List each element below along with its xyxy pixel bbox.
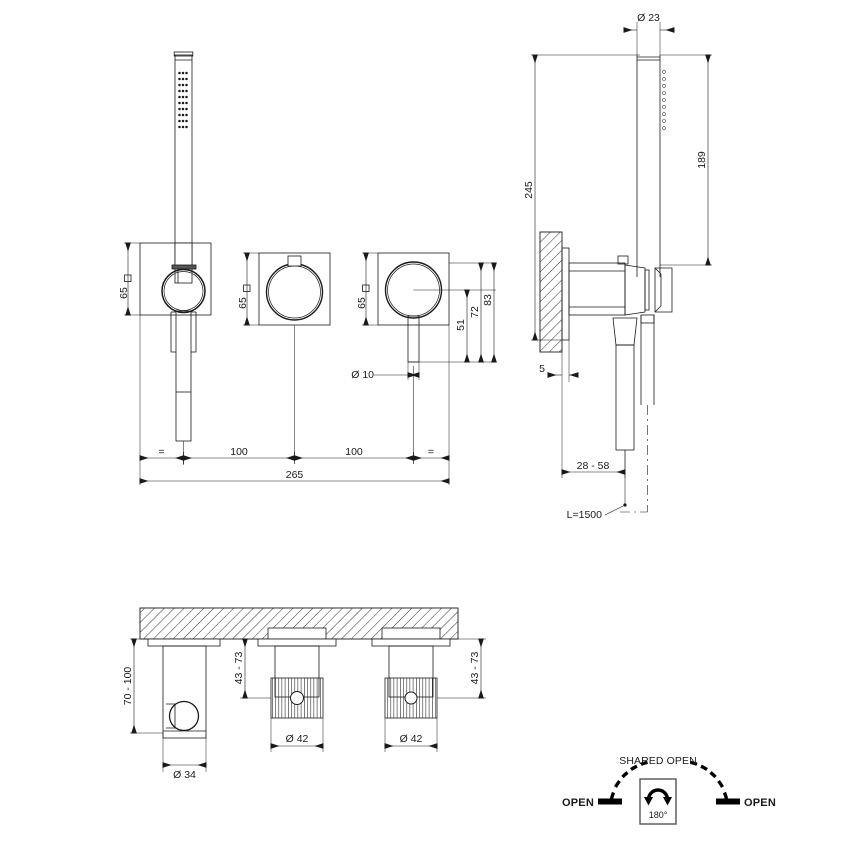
hose-dash-path bbox=[604, 405, 648, 516]
label-265: 265 bbox=[286, 469, 304, 481]
label-245: 245 bbox=[523, 181, 535, 199]
rough-in-valve-2 bbox=[371, 627, 451, 719]
handshower-wand bbox=[173, 51, 194, 284]
label-open-right: OPEN bbox=[744, 797, 776, 809]
label-hose-length: L=1500 bbox=[567, 509, 602, 521]
plate-3-mixer bbox=[377, 252, 462, 455]
label-plate2-65: 65 bbox=[237, 297, 249, 309]
rotation-arrow bbox=[646, 788, 670, 800]
label-43-73-left: 43 - 73 bbox=[233, 652, 245, 685]
label-100-b: 100 bbox=[345, 446, 363, 458]
dim-plate3-65 bbox=[362, 252, 378, 326]
dim-dia42-right bbox=[384, 718, 438, 752]
open-bar-right bbox=[716, 798, 740, 805]
label-72: 72 bbox=[469, 306, 481, 318]
handset-tube-side bbox=[636, 55, 666, 405]
valve-body-side bbox=[568, 255, 673, 316]
label-plate1-65: 65 bbox=[118, 287, 130, 299]
label-dia42-left: Ø 42 bbox=[286, 733, 309, 745]
label-51: 51 bbox=[455, 319, 467, 331]
wall-hatch bbox=[539, 231, 563, 353]
label-28-58: 28 - 58 bbox=[577, 460, 610, 472]
label-equal-right: = bbox=[428, 446, 434, 458]
dim-outlet-dia bbox=[374, 362, 420, 380]
side-section-group bbox=[531, 22, 712, 516]
label-plate3-65: 65 bbox=[356, 297, 368, 309]
label-83: 83 bbox=[482, 294, 494, 306]
label-open-left: OPEN bbox=[562, 797, 594, 809]
hose-connector-side bbox=[612, 317, 638, 451]
rough-in-holder bbox=[147, 638, 221, 739]
label-43-73-right: 43 - 73 bbox=[469, 652, 481, 685]
spray-face-dots bbox=[178, 71, 188, 129]
legend-box bbox=[639, 778, 677, 825]
rough-in-valve-1 bbox=[257, 627, 337, 719]
label-189: 189 bbox=[696, 151, 708, 169]
dim-5 bbox=[547, 340, 579, 382]
label-5: 5 bbox=[539, 363, 545, 375]
dim-70-100 bbox=[130, 638, 163, 734]
dim-horizontal-spacing bbox=[139, 315, 450, 485]
dim-dia42-left bbox=[270, 718, 324, 752]
plate-1-holder bbox=[139, 242, 212, 442]
label-100-a: 100 bbox=[230, 446, 248, 458]
label-dia42-right: Ø 42 bbox=[400, 733, 423, 745]
label-dia10: Ø 10 bbox=[351, 369, 374, 381]
label-equal-left: = bbox=[158, 446, 164, 458]
label-70-100: 70 - 100 bbox=[122, 667, 134, 706]
open-bar-left bbox=[598, 798, 622, 805]
dim-189 bbox=[660, 54, 712, 266]
dim-plate2-65 bbox=[243, 252, 259, 326]
dim-plate1-65 bbox=[124, 242, 140, 316]
dim-43-73-right bbox=[437, 638, 486, 699]
bottom-section-group bbox=[130, 607, 486, 772]
label-shared-open: SHARED OPEN bbox=[619, 755, 697, 767]
dim-43-73-left bbox=[240, 638, 271, 699]
dim-dia23 bbox=[623, 22, 675, 55]
dim-vertical-stack bbox=[449, 262, 497, 363]
dim-dia34 bbox=[162, 733, 207, 772]
operation-legend-group bbox=[598, 760, 740, 825]
label-dia23: Ø 23 bbox=[637, 12, 660, 24]
label-dia34: Ø 34 bbox=[173, 769, 196, 781]
dim-245 bbox=[531, 54, 640, 341]
label-180-degrees: 180° bbox=[649, 810, 668, 820]
front-elevation-group bbox=[124, 51, 497, 485]
plate-2-diverter bbox=[258, 252, 331, 455]
dim-28-58 bbox=[561, 382, 626, 478]
